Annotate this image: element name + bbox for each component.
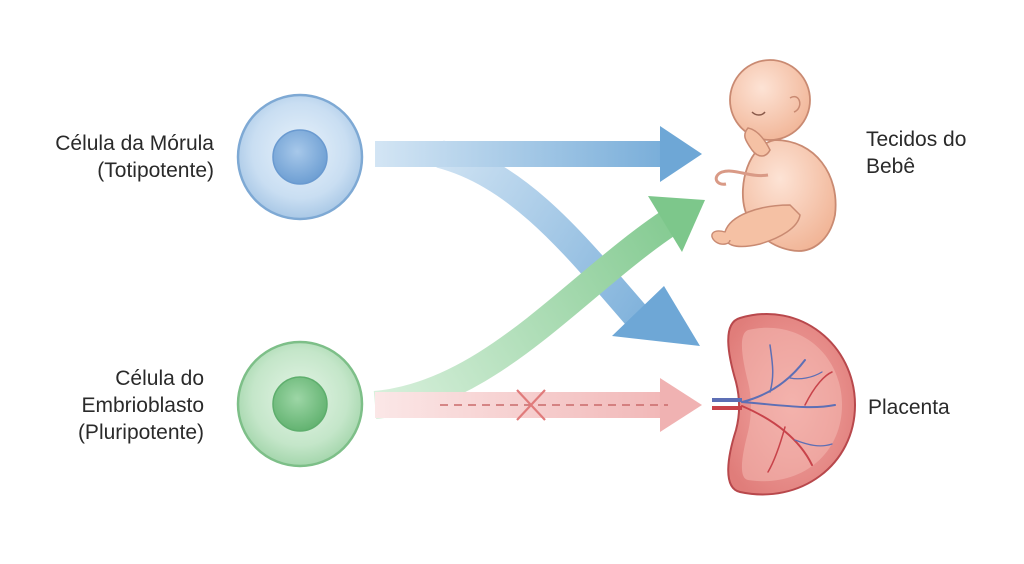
placenta-icon: [712, 313, 857, 496]
baby-tissues-label: Tecidos do Bebê: [866, 126, 966, 180]
arrow-embryoblast-to-placenta-blocked: [375, 378, 702, 432]
embryo-icon: [711, 59, 837, 252]
cross-icon: [516, 389, 546, 421]
embryoblast-cell-icon: [236, 340, 364, 468]
placenta-label: Placenta: [868, 394, 950, 421]
embryoblast-label-line3: (Pluripotente): [77, 421, 204, 444]
morula-cell-icon: [236, 93, 364, 221]
embryoblast-label-line1: Célula do: [115, 367, 204, 390]
embryoblast-label-line2: Embrioblasto: [81, 394, 204, 417]
morula-label: Célula da Mórula (Totipotente): [55, 130, 214, 184]
placenta-label-line1: Placenta: [868, 396, 950, 419]
baby-tissues-label-line1: Tecidos do: [866, 128, 967, 151]
arrow-morula-to-baby: [375, 126, 702, 182]
embryoblast-label: Célula do Embrioblasto (Pluripotente): [78, 365, 204, 446]
morula-label-line2: (Totipotente): [97, 159, 214, 182]
baby-tissues-label-line2: Bebê: [866, 155, 916, 178]
morula-label-line1: Célula da Mórula: [55, 132, 214, 155]
